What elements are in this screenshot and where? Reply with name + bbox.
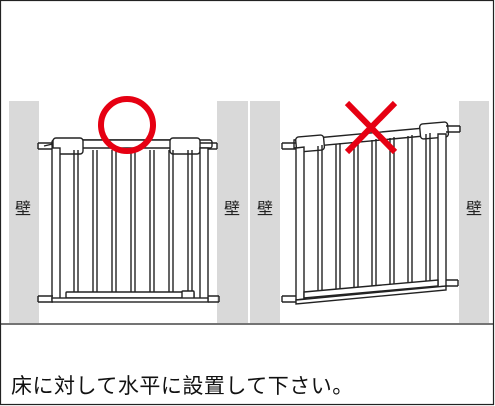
top-right-bracket [169, 137, 201, 155]
left-panel-wall-right-label: 壁 [224, 199, 240, 218]
right-panel-wall-left [250, 101, 280, 323]
ng-cross-icon [344, 100, 398, 155]
left-panel-wall-left [9, 101, 39, 323]
left-panel: 壁 壁 [9, 96, 248, 323]
ok-circle-icon [98, 96, 156, 154]
left-panel-wall-left-label: 壁 [15, 199, 31, 218]
right-panel-wall-right [459, 101, 489, 323]
left-panel-wall-right [217, 101, 248, 323]
right-panel: 壁 壁 [250, 100, 489, 323]
safety-gate-level [37, 137, 220, 303]
right-panel-wall-right-label: 壁 [466, 199, 482, 218]
instruction-caption: 床に対して水平に設置して下さい。 [11, 374, 354, 398]
safety-gate-tilted [281, 121, 461, 305]
right-panel-wall-left-label: 壁 [257, 199, 273, 218]
